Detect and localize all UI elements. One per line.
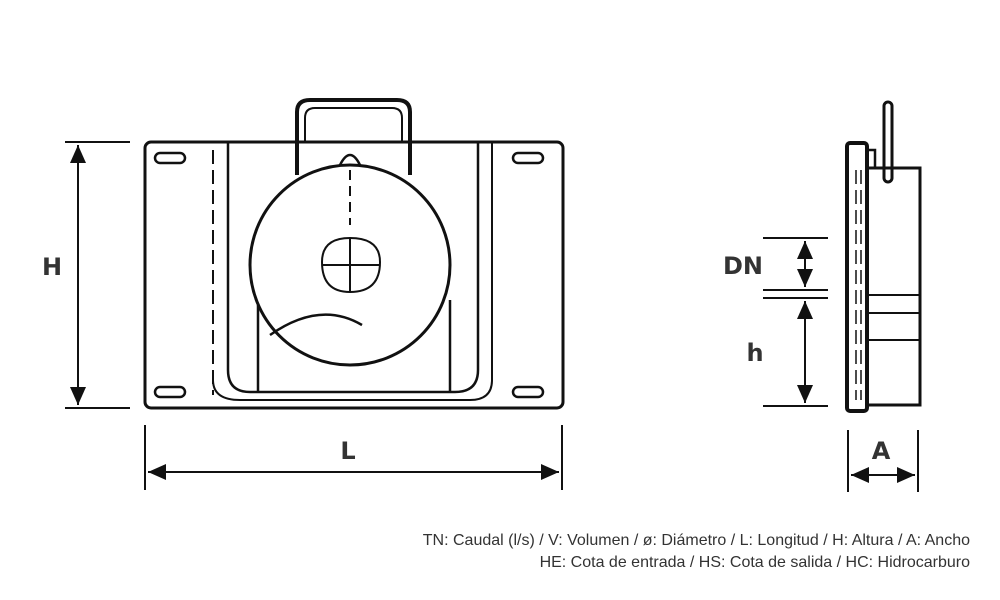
dimension-lines (65, 141, 919, 492)
outlet-height-label: h (746, 339, 763, 367)
diameter-label: DN (723, 252, 763, 280)
side-view (845, 100, 922, 413)
height-label: H (42, 253, 62, 281)
caption-line-1: TN: Caudal (l/s) / V: Volumen / ø: Diáme… (422, 532, 970, 549)
length-label: L (340, 437, 355, 465)
caption-line-2: HE: Cota de entrada / HS: Cota de salida… (539, 554, 970, 571)
legend-caption: TN: Caudal (l/s) / V: Volumen / ø: Diáme… (423, 530, 970, 574)
width-label: A (872, 437, 891, 465)
front-view (143, 98, 565, 410)
